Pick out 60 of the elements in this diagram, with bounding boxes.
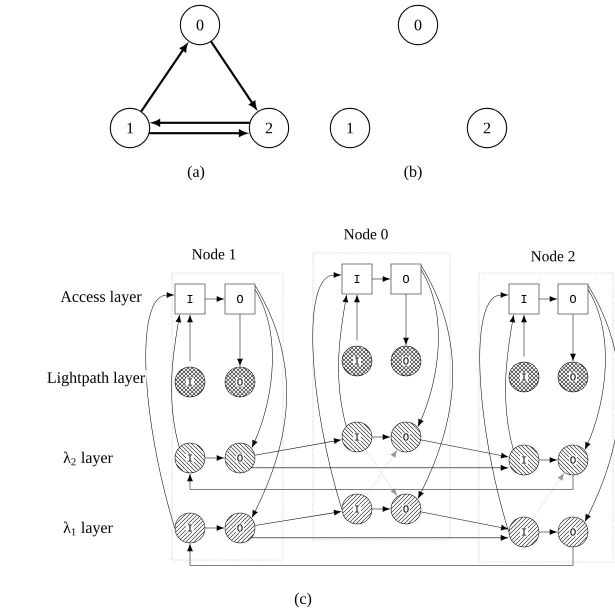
arrow: [210, 41, 257, 109]
arrow: [584, 289, 606, 450]
arrow: [187, 474, 574, 490]
row-label: Access layer: [59, 289, 143, 307]
arrow: [354, 295, 360, 341]
arrow: [418, 265, 453, 498]
arrow: [205, 525, 224, 531]
arrow: [171, 315, 182, 448]
arrow: [521, 315, 527, 357]
arrow: [205, 455, 224, 461]
arrow: [539, 457, 557, 463]
arrow: [312, 272, 342, 510]
port-box: O: [390, 264, 422, 294]
panel-label: (a): [186, 164, 206, 182]
port-box: I: [342, 264, 372, 294]
graph-node: 0: [398, 4, 438, 46]
arrow: [372, 506, 390, 512]
arrow: [570, 314, 576, 361]
arrow: [187, 544, 574, 566]
graph-node: 2: [466, 108, 508, 148]
arrow: [403, 294, 409, 345]
arrow: [539, 296, 557, 302]
panel-label: (b): [402, 164, 424, 182]
arrow: [187, 315, 193, 362]
arrow: [252, 285, 287, 518]
arrow: [584, 285, 615, 522]
arrow: [420, 512, 508, 530]
arrow: [251, 535, 508, 541]
arrow: [372, 276, 390, 282]
port-box: I: [174, 284, 206, 314]
panel-label: (c): [292, 591, 314, 609]
graph-node: 0: [180, 4, 220, 46]
arrow: [237, 314, 243, 366]
row-label: λ$_{1}$ layer: [62, 520, 114, 538]
node-label: Node 1: [192, 248, 236, 260]
arrow: [251, 465, 508, 471]
arrow: [505, 315, 516, 450]
arrow: [418, 269, 439, 426]
row-label: λ$_{2}$ layer: [62, 450, 114, 468]
arrow: [205, 296, 224, 302]
port-box: O: [224, 284, 256, 314]
arrow: [254, 438, 342, 456]
converter-arrow: [532, 473, 564, 520]
node-label: Node 0: [344, 228, 388, 240]
node-label: Node 2: [531, 250, 575, 262]
arrow: [420, 440, 508, 458]
arrow: [252, 289, 273, 448]
arrow: [480, 292, 509, 532]
arrow: [140, 44, 188, 112]
graph-node: 2: [248, 108, 290, 148]
arrow: [372, 434, 390, 440]
port-box: I: [508, 284, 540, 314]
arrow: [254, 510, 342, 526]
port-box: O: [558, 284, 588, 314]
arrow: [539, 529, 557, 535]
arrow: [146, 292, 175, 528]
graph-node: 1: [330, 108, 370, 148]
arrow: [338, 295, 348, 426]
row-label: Lightpath layer: [46, 370, 146, 388]
graph-node: 1: [110, 108, 150, 148]
